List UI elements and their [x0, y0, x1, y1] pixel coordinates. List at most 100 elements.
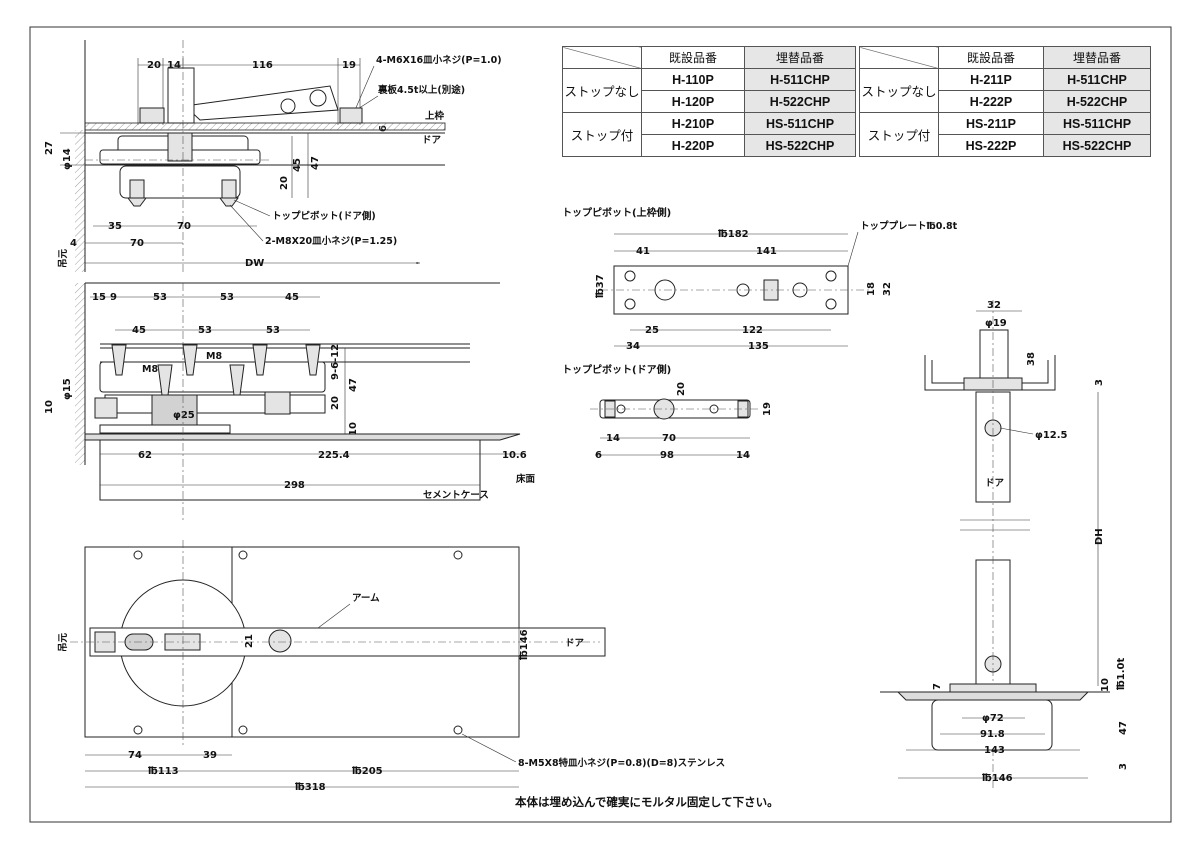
dim-phi19: φ19 [985, 318, 1007, 329]
dim-47: 47 [310, 156, 321, 170]
dim-47-right: 47 [1118, 721, 1129, 735]
door-label-plan: ドア [565, 638, 585, 649]
dim-53a: 53 [153, 292, 167, 303]
table2-cell: H-222P [938, 90, 1044, 113]
dim-14a: 14 [606, 433, 620, 444]
arm-label: アーム [352, 593, 380, 604]
top-pivot-frame-title: トップピボット(上枠側) [562, 206, 671, 219]
dim-135: 135 [748, 341, 769, 352]
back-plate-note: 裏板4.5t以上(別途) [377, 84, 465, 96]
top-pivot-door-view: トップピボット(ドア側) 20 19 14 70 6 98 14 [562, 363, 773, 461]
dim-19-door: 19 [762, 402, 773, 416]
dim-35: 35 [108, 221, 122, 232]
dim-10b: 10 [348, 422, 359, 436]
dim-143: 143 [984, 745, 1005, 756]
dim-20: 20 [147, 60, 161, 71]
dim-41: 41 [636, 246, 650, 257]
dim-25: 25 [645, 325, 659, 336]
table2-header-replacement: 埋替品番 [1043, 46, 1151, 69]
dim-14: 14 [167, 60, 181, 71]
table2-group-stop: ストップ付 [859, 112, 939, 157]
dim-w205: ℔205 [352, 766, 383, 777]
table2-group-no-stop: ストップなし [859, 68, 939, 113]
table1-cell: HS-522CHP [744, 134, 856, 157]
dim-w146: ℔146 [519, 629, 530, 660]
dim-phi72: φ72 [982, 713, 1004, 724]
dim-70b: 70 [130, 238, 144, 249]
replacement-table-2: 既設品番 埋替品番 ストップなし H-211P H-511CHP H-222P … [859, 46, 1151, 157]
table2-cell: H-511CHP [1043, 68, 1151, 91]
dim-70-door: 70 [662, 433, 676, 444]
dim-91-8: 91.8 [980, 729, 1005, 740]
section-view: 15 9 53 53 45 45 53 53 M8 M8 φ25 φ15 10 … [44, 282, 536, 520]
dim-w37: ℔37 [595, 274, 606, 298]
table1-group-no-stop: ストップなし [562, 68, 642, 113]
dim-122: 122 [742, 325, 763, 336]
dim-27: 27 [44, 141, 55, 155]
dim-39: 39 [203, 750, 217, 761]
m8-label-b: M8 [142, 364, 158, 375]
frame-label: 上枠 [425, 110, 445, 122]
table1-cell: H-210P [641, 112, 745, 135]
table1-cell: H-522CHP [744, 90, 856, 113]
screw2-note: 2-M8X20皿小ネジ(P=1.25) [265, 235, 397, 247]
dim-20-side: 20 [330, 396, 341, 410]
screw-note-top: 4-M6X16皿小ネジ(P=1.0) [376, 54, 502, 66]
dim-53b: 53 [220, 292, 234, 303]
top-plate-note: トッププレート℔0.8t [860, 220, 958, 232]
dim-32: 32 [882, 282, 893, 296]
table2-corner [859, 46, 939, 69]
table2-cell: HS-211P [938, 112, 1044, 135]
table1-cell: H-511CHP [744, 68, 856, 91]
dim-10-6: 10.6 [502, 450, 527, 461]
table2-cell: HS-222P [938, 134, 1044, 157]
dim-62: 62 [138, 450, 152, 461]
table2-cell: H-211P [938, 68, 1044, 91]
dim-53d: 53 [266, 325, 280, 336]
dim-3-right: 3 [1094, 379, 1105, 386]
dim-18: 18 [866, 282, 877, 296]
dim-6-door: 6 [595, 450, 602, 461]
dim-4: 4 [70, 238, 77, 249]
sheet-border [29, 26, 1172, 823]
top-pivot-door-title: トップピボット(ドア側) [562, 363, 671, 376]
cement-case-label: セメントケース [423, 490, 489, 501]
dim-phi12-5: φ12.5 [1035, 430, 1068, 441]
dim-3b-right: 3 [1118, 763, 1129, 770]
dim-7: 7 [932, 683, 943, 690]
dim-DW: DW [245, 258, 264, 269]
door-label-top: ドア [422, 135, 442, 146]
table1-cell: H-220P [641, 134, 745, 157]
dim-phi25: φ25 [173, 410, 195, 421]
dim-20-door: 20 [676, 382, 687, 396]
dim-phi14: φ14 [62, 148, 73, 170]
dim-w182: ℔182 [718, 229, 749, 240]
dim-21: 21 [244, 634, 255, 648]
dim-20-top: 20 [279, 176, 290, 190]
dim-141: 141 [756, 246, 777, 257]
right-elevation-view: 32 φ19 38 3 φ12.5 ドア DH 7 10 ℔1.0t φ72 9… [880, 300, 1129, 790]
dim-45c: 45 [132, 325, 146, 336]
m8-label-a: M8 [206, 351, 222, 362]
table1-corner [562, 46, 642, 69]
dim-15: 15 [92, 292, 106, 303]
table1-cell: H-120P [641, 90, 745, 113]
dim-53c: 53 [198, 325, 212, 336]
dim-38: 38 [1026, 352, 1037, 366]
installation-note: 本体は埋め込んで確実にモルタル固定して下さい。 [515, 795, 779, 809]
replacement-table-1: 既設品番 埋替品番 ストップなし H-110P H-511CHP H-120P … [562, 46, 856, 157]
dim-298: 298 [284, 480, 305, 491]
dim-w113: ℔113 [148, 766, 179, 777]
dim-45b: 45 [285, 292, 299, 303]
table2-header-existing: 既設品番 [938, 46, 1044, 69]
table1-header-existing: 既設品番 [641, 46, 745, 69]
floor-label: 床面 [516, 473, 536, 485]
dim-98: 98 [660, 450, 674, 461]
table1-cell: H-110P [641, 68, 745, 91]
dim-116: 116 [252, 60, 273, 71]
dim-DH: DH [1094, 528, 1105, 545]
top-view: 20 14 116 19 4-M6X16皿小ネジ(P=1.0) 裏板4.5t以上… [44, 40, 502, 272]
dim-225-4: 225.4 [318, 450, 350, 461]
dim-10-side: 10 [44, 400, 55, 414]
